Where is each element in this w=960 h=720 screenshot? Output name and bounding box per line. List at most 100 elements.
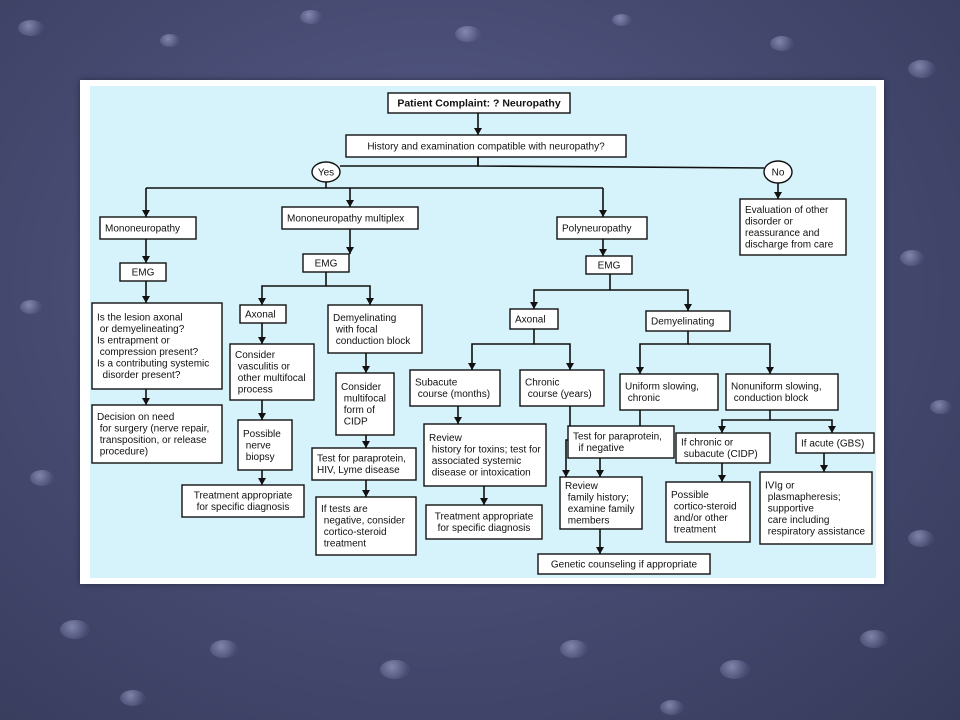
arrowhead — [596, 470, 604, 477]
node-text-line: Review — [429, 433, 463, 444]
decor-bubble — [380, 660, 410, 679]
node-chronic: Chronic course (years) — [519, 369, 605, 407]
node-emg-multiplex: EMG — [302, 253, 350, 273]
arrowhead — [366, 298, 374, 305]
arrowhead — [774, 192, 782, 199]
node-consider-cidp: Consider multifocal form of CIDP — [335, 372, 395, 436]
node-nerve-biopsy: Possible nerve biopsy — [237, 419, 293, 471]
node-nonuniform-slowing: Nonuniform slowing, conduction block — [725, 373, 839, 411]
node-text-line: Genetic counseling if appropriate — [551, 559, 698, 570]
decor-bubble — [908, 530, 934, 547]
node-patient-complaint: Patient Complaint: ? Neuropathy — [387, 92, 571, 114]
node-uniform-slowing: Uniform slowing, chronic — [619, 373, 719, 411]
connector — [534, 343, 571, 370]
node-possible-corticosteroid: Possible cortico-steroid and/or other tr… — [665, 481, 751, 543]
node-box — [302, 253, 350, 273]
node-text-line: Mononeuropathy — [105, 223, 180, 234]
decor-bubble — [120, 690, 146, 706]
arrowhead — [142, 210, 150, 217]
arrowhead — [258, 413, 266, 420]
node-text-line: course (months) — [415, 389, 490, 400]
node-text-line: chronic — [625, 393, 660, 404]
decor-bubble — [930, 400, 952, 414]
arrowhead — [718, 426, 726, 433]
node-text-line: multifocal — [341, 394, 386, 405]
node-text-line: compression present? — [97, 347, 199, 358]
node-text-line: cortico-steroid — [321, 527, 387, 538]
decor-bubble — [455, 26, 481, 42]
node-text-line: Possible — [243, 429, 281, 440]
node-if-chronic: If chronic or subacute (CIDP) — [675, 432, 771, 464]
node-text-line: care including — [765, 515, 829, 526]
node-text-line: Polyneuropathy — [562, 223, 632, 234]
node-text-line: disorder present? — [97, 370, 181, 381]
node-text-line: conduction block — [731, 393, 809, 404]
node-text-line: disorder or — [745, 217, 793, 228]
connector — [688, 343, 771, 374]
node-test-paraprotein-hiv: Test for paraprotein,HIV, Lyme disease — [311, 447, 417, 481]
node-axonal-multiplex: Axonal — [239, 304, 287, 324]
node-decision-surgery: Decision on need for surgery (nerve repa… — [91, 404, 223, 464]
node-axonal-poly: Axonal — [509, 308, 559, 330]
node-text-line: plasmapheresis; — [765, 492, 841, 503]
decor-bubble — [20, 300, 42, 314]
node-demyelinating-poly: Demyelinating — [645, 310, 731, 332]
node-box — [763, 160, 793, 184]
connector — [477, 157, 765, 169]
arrowhead — [258, 337, 266, 344]
node-text-line: procedure) — [97, 447, 148, 458]
node-box — [239, 304, 287, 324]
node-text-line: Is a contributing systemic — [97, 359, 209, 370]
decor-bubble — [770, 36, 794, 51]
node-text-line: supportive — [765, 503, 814, 514]
arrowhead — [636, 367, 644, 374]
arrowhead — [562, 470, 570, 477]
node-text-line: Patient Complaint: ? Neuropathy — [397, 97, 561, 109]
arrowhead — [684, 304, 692, 311]
node-text-line: and/or other — [671, 513, 728, 524]
decor-bubble — [210, 640, 238, 658]
node-box — [181, 484, 305, 518]
node-text-line: for surgery (nerve repair, — [97, 424, 209, 435]
arrowhead — [258, 298, 266, 305]
connector — [471, 329, 535, 370]
decor-bubble — [860, 630, 888, 648]
node-text-line: Nonuniform slowing, — [731, 382, 822, 393]
node-text-line: Chronic — [525, 378, 559, 389]
node-text-line: if negative — [573, 443, 625, 454]
node-text-line: members — [565, 516, 609, 527]
node-box — [91, 302, 223, 390]
connector — [533, 274, 611, 309]
arrowhead — [142, 296, 150, 303]
node-review-family: Review family history; examine family me… — [559, 476, 643, 530]
node-box — [675, 432, 771, 464]
decor-bubble — [18, 20, 44, 36]
node-if-acute: If acute (GBS) — [795, 432, 875, 454]
node-text-line: respiratory assistance — [765, 526, 865, 537]
node-text-line: Is entrapment or — [97, 336, 170, 347]
node-mononeuropathy: Mononeuropathy — [99, 216, 197, 240]
node-text-line: subacute (CIDP) — [681, 449, 758, 460]
node-box — [423, 423, 547, 487]
arrowhead — [454, 417, 462, 424]
node-text-line: Consider — [235, 350, 276, 361]
connector-lines — [142, 113, 836, 554]
arrowhead — [258, 478, 266, 485]
node-polyneuropathy: Polyneuropathy — [556, 216, 648, 240]
node-text-line: Is the lesion axonal — [97, 313, 183, 324]
node-text-line: transposition, or release — [97, 435, 207, 446]
node-text-line: negative, consider — [321, 516, 406, 527]
decor-bubble — [60, 620, 90, 639]
node-text-line: history for toxins; test for — [429, 445, 541, 456]
node-yes: Yes — [311, 161, 341, 183]
node-tests-negative: If tests are negative, consider cortico-… — [315, 496, 417, 556]
node-text-line: Subacute — [415, 378, 458, 389]
node-text-line: family history; — [565, 493, 629, 504]
node-text-line: for specific diagnosis — [438, 523, 531, 534]
node-text-line: Demyelinating — [333, 313, 396, 324]
node-text-line: process — [235, 385, 273, 396]
node-box — [237, 419, 293, 471]
node-demyelinating-focal: Demyelinating with focal conduction bloc… — [327, 304, 423, 354]
